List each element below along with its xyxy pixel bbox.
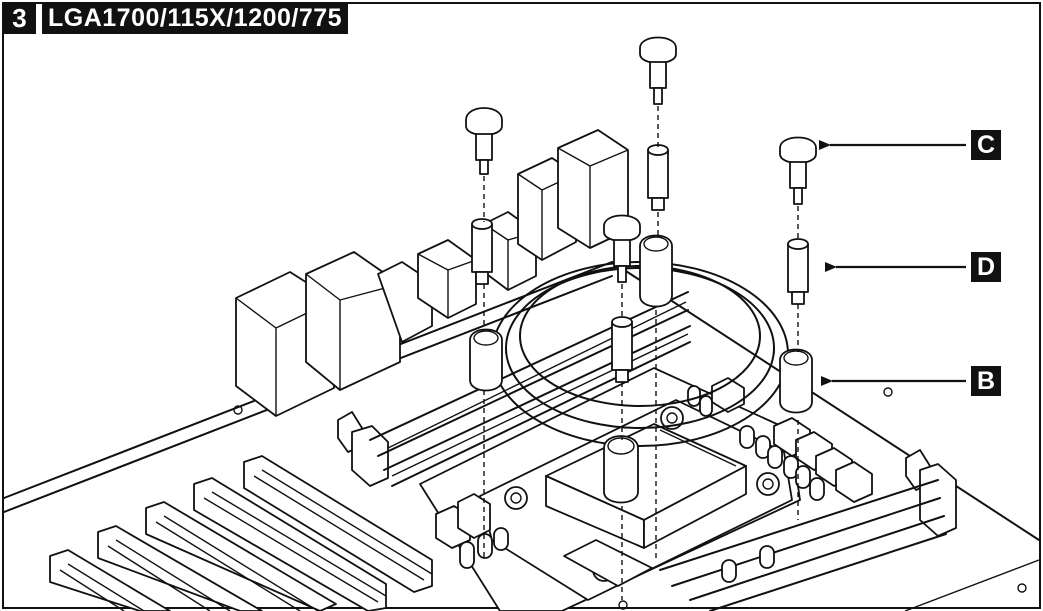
thumbscrews [465, 36, 817, 283]
callout-label-d: D [971, 252, 1001, 282]
callout-arrows [819, 140, 966, 386]
step-title: LGA1700/115X/1200/775 [42, 3, 349, 34]
callout-label-b: B [971, 366, 1001, 396]
alignment-lines [483, 106, 799, 600]
pcie-slots [49, 455, 433, 611]
step-number: 3 [3, 3, 36, 34]
capacitors [435, 377, 873, 583]
dimm-slots [337, 291, 957, 611]
callout-label-c: C [971, 130, 1001, 160]
mounting-bracket [469, 234, 813, 504]
